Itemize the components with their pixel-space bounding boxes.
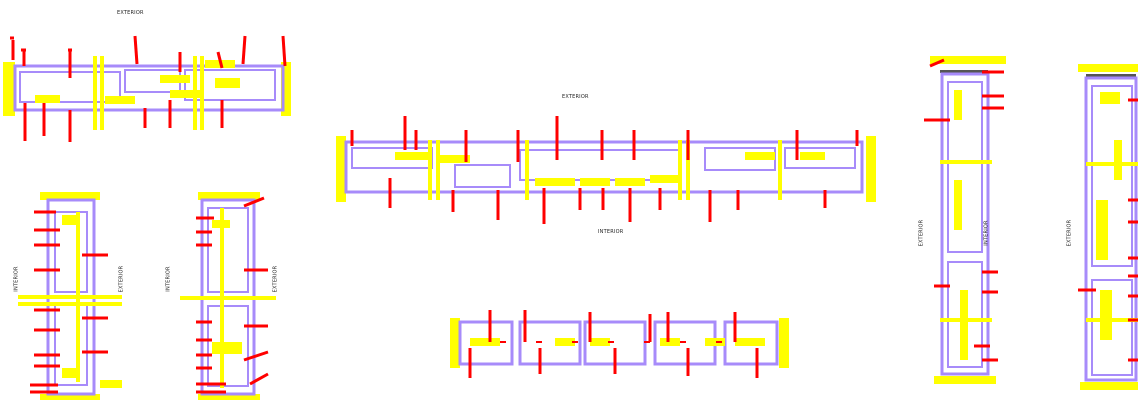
label-exterior-top-left: EXTERIOR xyxy=(117,10,144,16)
section-center xyxy=(336,116,876,224)
section-top-left xyxy=(3,35,291,142)
label-exterior-center: EXTERIOR xyxy=(562,94,589,100)
label-interior-center: INTERIOR xyxy=(598,229,624,235)
label-exterior-right-2: EXTERIOR xyxy=(1066,219,1073,247)
section-right-1 xyxy=(924,56,1006,384)
section-mid-left-1 xyxy=(18,192,122,400)
label-interior-mid-left-2: INTERIOR xyxy=(165,266,172,292)
section-mid-left-2 xyxy=(180,192,276,400)
label-exterior-right-1: EXTERIOR xyxy=(918,219,925,247)
label-exterior-mid-left-1: EXTERIOR xyxy=(118,265,125,293)
label-interior-mid-left-1: INTERIOR xyxy=(13,266,20,292)
label-interior-right-1: INTERIOR xyxy=(983,220,990,246)
section-bottom-center xyxy=(450,310,789,378)
section-right-2 xyxy=(1078,64,1138,390)
label-exterior-mid-left-2: EXTERIOR xyxy=(272,265,279,293)
